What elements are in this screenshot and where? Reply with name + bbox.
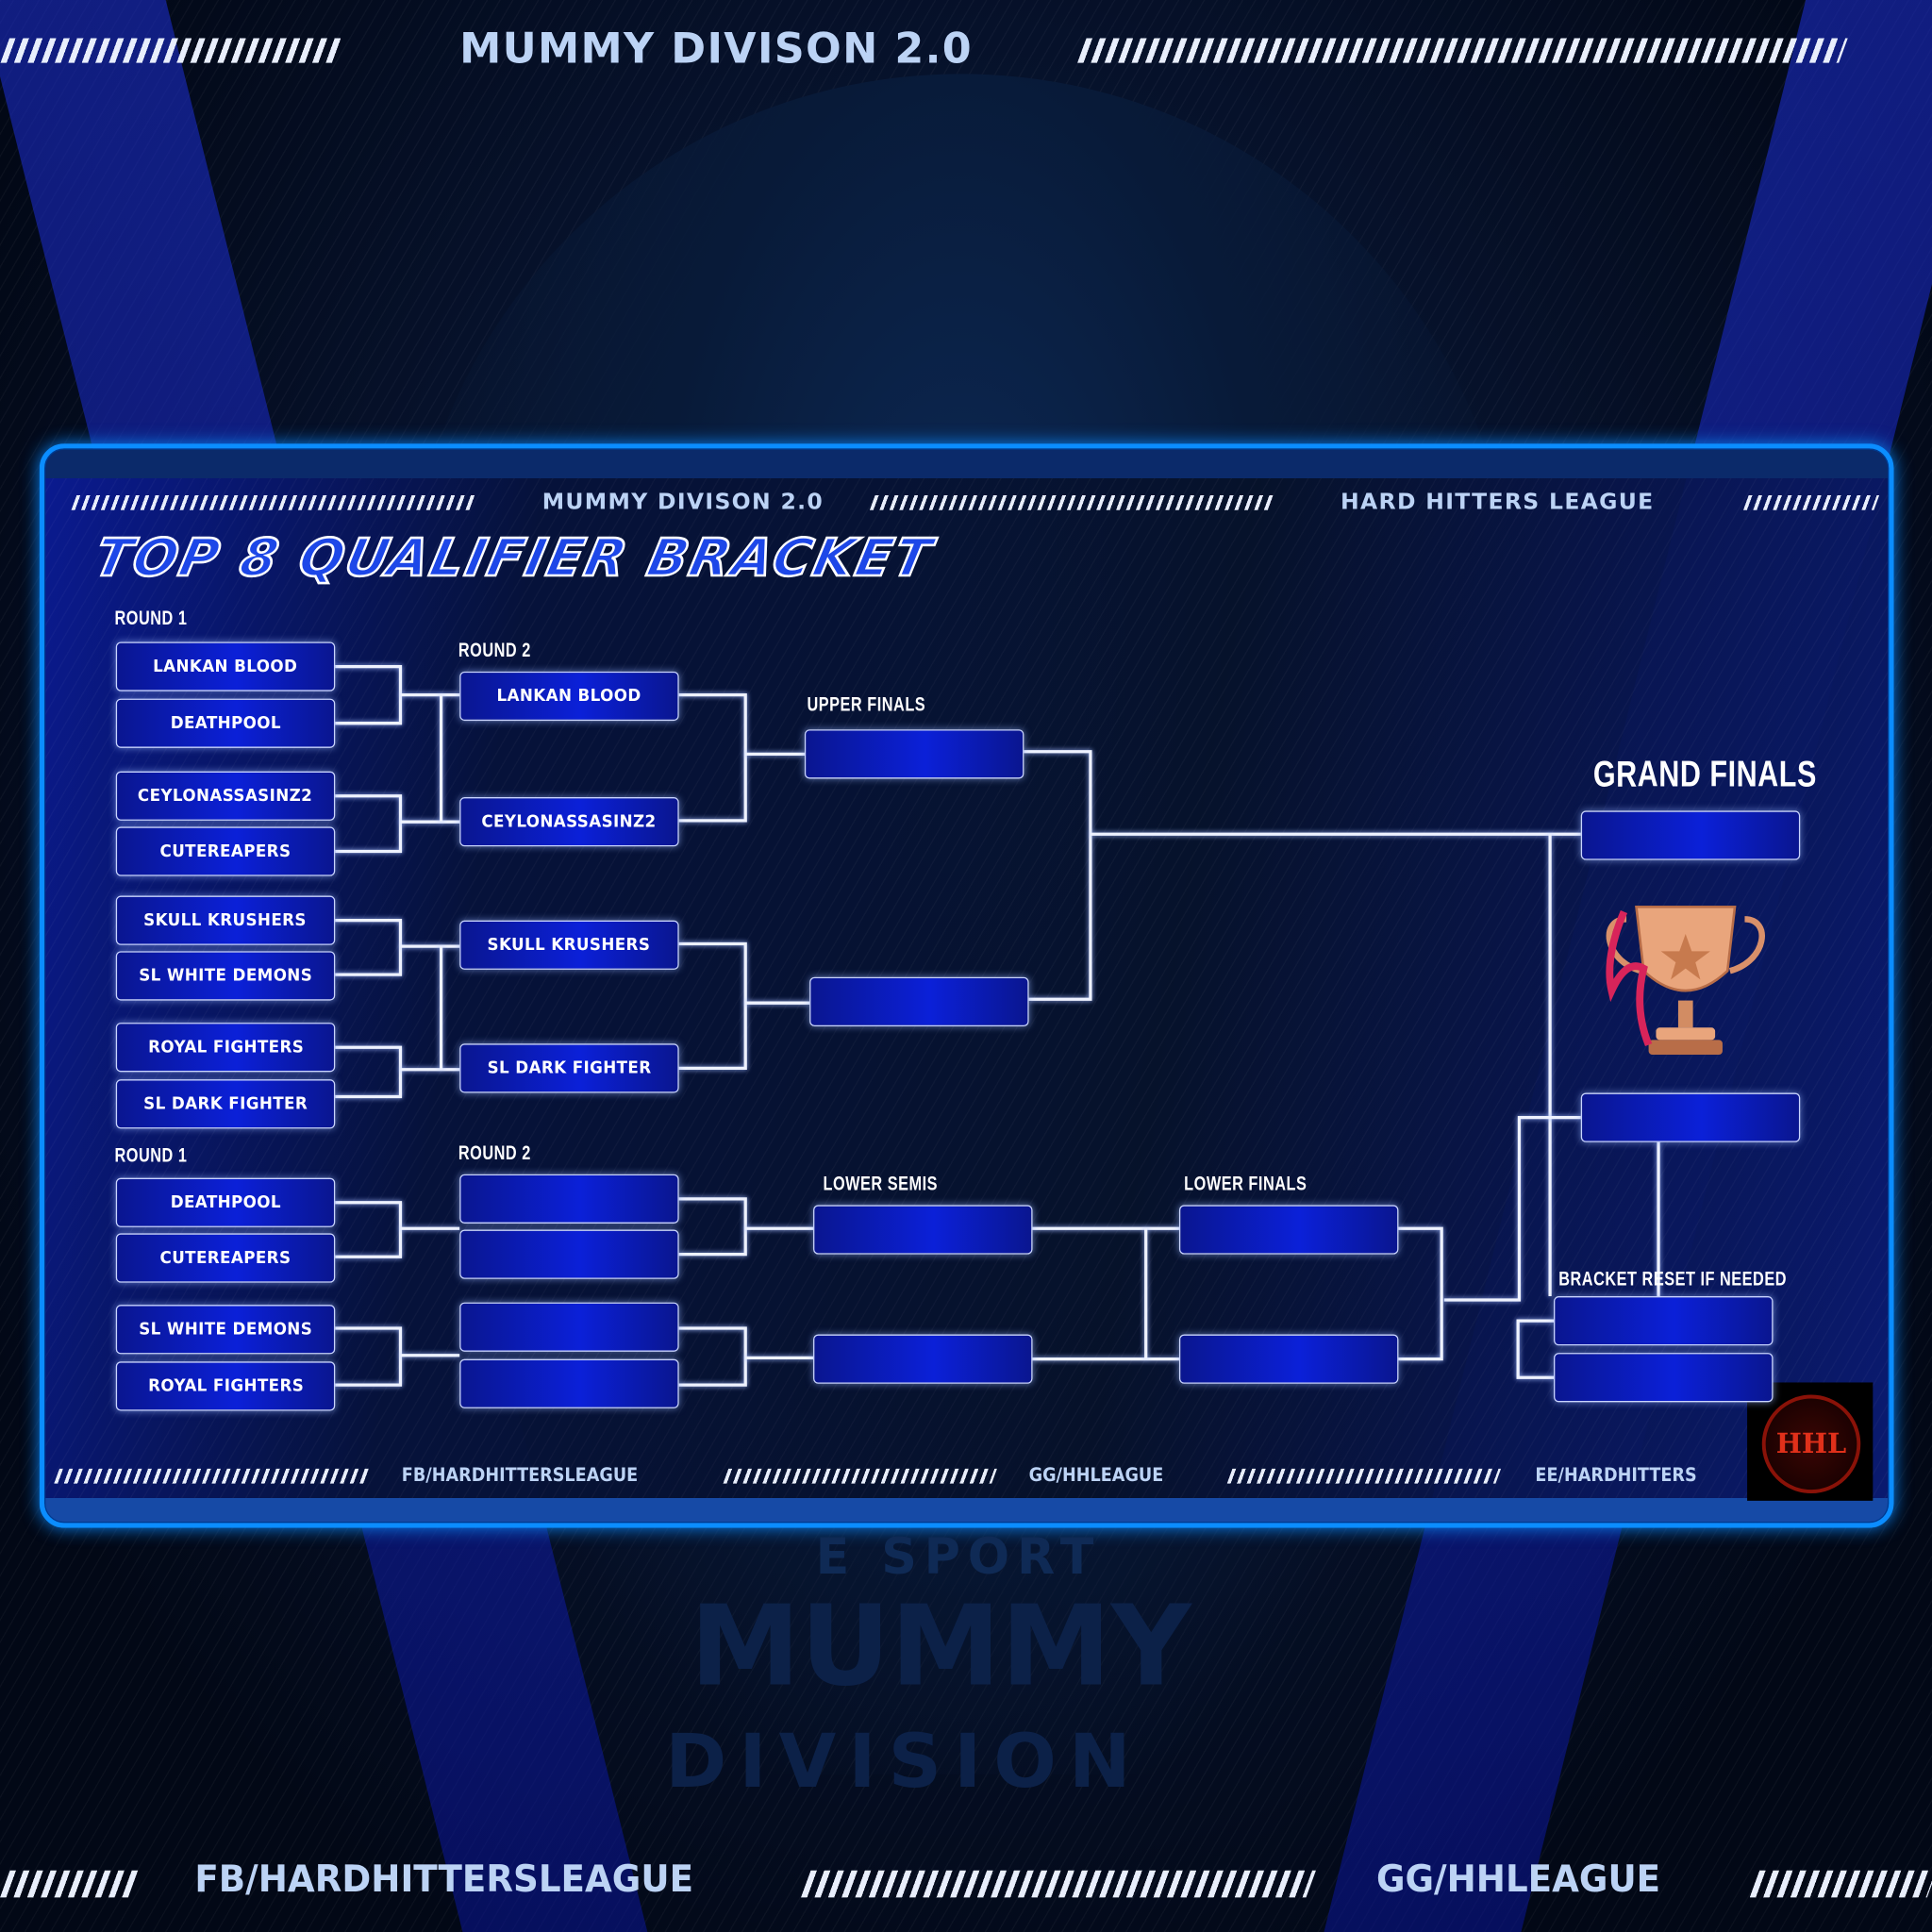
connector — [678, 941, 747, 1071]
team-name: SL DARK FIGHTER — [143, 1093, 308, 1114]
facebook-link[interactable]: FB/HARDHITTERSLEAGUE — [194, 1857, 694, 1902]
round-label: ROUND 2 — [458, 1143, 531, 1165]
connector — [1516, 1319, 1555, 1379]
connector — [335, 1201, 403, 1258]
team-name: ROYAL FIGHTERS — [147, 1375, 304, 1396]
team-slot[interactable]: ROYAL FIGHTERS — [115, 1023, 336, 1073]
connector — [1024, 750, 1092, 1001]
team-name: DEATHPOOL — [170, 713, 281, 734]
slash-decoration — [1749, 1870, 1932, 1898]
grand-finals-slot[interactable] — [1580, 810, 1801, 860]
round-label: ROUND 1 — [114, 608, 188, 630]
round-label: BRACKET RESET IF NEEDED — [1558, 1269, 1787, 1291]
logo-area: HHL — [1747, 1382, 1874, 1501]
grand-finals-slot[interactable] — [1580, 1092, 1801, 1142]
lower-round2-slot[interactable] — [459, 1358, 679, 1408]
lower-round2-slot[interactable] — [459, 1174, 679, 1224]
slash-decoration — [800, 1870, 1316, 1898]
gg-link[interactable]: GG/HHLEAGUE — [1028, 1463, 1164, 1487]
team-name: SKULL KRUSHERS — [143, 910, 308, 931]
team-name: CEYLONASSASINZ2 — [138, 786, 313, 807]
team-name: ROYAL FIGHTERS — [147, 1037, 304, 1058]
connector — [335, 794, 403, 854]
upper-finals-slot[interactable] — [804, 729, 1024, 779]
team-slot[interactable]: SL DARK FIGHTER — [115, 1079, 336, 1129]
round-label: LOWER FINALS — [1184, 1174, 1307, 1195]
team-slot[interactable]: SL DARK FIGHTER — [459, 1043, 679, 1093]
round-label: ROUND 2 — [458, 641, 531, 662]
round-label: LOWER SEMIS — [823, 1174, 939, 1195]
slash-decoration — [54, 1468, 371, 1484]
team-slot[interactable]: SKULL KRUSHERS — [115, 895, 336, 945]
team-name: CUTEREAPERS — [159, 841, 291, 861]
connector — [678, 1326, 747, 1387]
upper-finals-slot[interactable] — [809, 976, 1029, 1026]
facebook-link[interactable]: FB/HARDHITTERSLEAGUE — [401, 1463, 639, 1487]
team-slot[interactable]: SKULL KRUSHERS — [459, 920, 679, 970]
team-slot[interactable]: SL WHITE DEMONS — [115, 951, 336, 1001]
team-slot[interactable]: CEYLONASSASINZ2 — [115, 771, 336, 821]
connector — [335, 1045, 403, 1099]
team-name: SL WHITE DEMONS — [139, 965, 312, 986]
watermark-text: DIVISION — [665, 1719, 1143, 1806]
lower-semis-slot[interactable] — [813, 1205, 1033, 1255]
team-slot[interactable]: CUTEREAPERS — [115, 826, 336, 876]
lower-semis-slot[interactable] — [813, 1334, 1033, 1384]
lower-round2-slot[interactable] — [459, 1229, 679, 1279]
watermark-text: MUMMY — [690, 1582, 1191, 1712]
connector — [335, 919, 403, 976]
slash-decoration — [1226, 1468, 1502, 1484]
panel-subtitle: MUMMY DIVISON 2.0 — [541, 489, 824, 515]
team-name: SL DARK FIGHTER — [487, 1058, 652, 1078]
team-slot[interactable]: SL WHITE DEMONS — [115, 1305, 336, 1355]
team-name: SL WHITE DEMONS — [139, 1319, 312, 1340]
connector — [678, 693, 747, 823]
ee-link[interactable]: EE/HARDHITTERS — [1535, 1463, 1697, 1487]
trophy-icon — [1606, 905, 1765, 1056]
connector — [1443, 1116, 1581, 1302]
lower-round2-slot[interactable] — [459, 1302, 679, 1352]
watermark-text: E SPORT — [815, 1528, 1102, 1586]
team-slot[interactable]: LANKAN BLOOD — [459, 671, 679, 722]
team-name: LANKAN BLOOD — [153, 657, 298, 677]
team-name: CUTEREAPERS — [159, 1248, 291, 1268]
connector — [1398, 1226, 1443, 1361]
page-title: MUMMY DIVISON 2.0 — [459, 25, 973, 75]
connector — [335, 1326, 403, 1387]
team-slot[interactable]: CEYLONASSASINZ2 — [459, 797, 679, 847]
team-slot[interactable]: DEATHPOOL — [115, 1177, 336, 1227]
grand-finals-label: GRAND FINALS — [1592, 754, 1817, 795]
team-name: SKULL KRUSHERS — [488, 935, 651, 956]
gg-link[interactable]: GG/HHLEAGUE — [1375, 1857, 1661, 1902]
league-name: HARD HITTERS LEAGUE — [1341, 489, 1655, 515]
lower-finals-slot[interactable] — [1178, 1334, 1399, 1384]
round-label: UPPER FINALS — [807, 694, 926, 716]
bracket-reset-slot[interactable] — [1554, 1353, 1774, 1403]
team-name: DEATHPOOL — [170, 1192, 281, 1213]
team-name: CEYLONASSASINZ2 — [481, 811, 658, 832]
hhl-logo: HHL — [1761, 1394, 1861, 1494]
team-name: LANKAN BLOOD — [496, 686, 642, 707]
lower-finals-slot[interactable] — [1178, 1205, 1399, 1255]
team-slot[interactable]: CUTEREAPERS — [115, 1233, 336, 1283]
team-slot[interactable]: DEATHPOOL — [115, 698, 336, 748]
connector — [335, 664, 403, 725]
round-label: ROUND 1 — [114, 1145, 188, 1167]
bracket-reset-slot[interactable] — [1554, 1296, 1774, 1346]
slash-decoration — [723, 1468, 997, 1484]
team-slot[interactable]: LANKAN BLOOD — [115, 641, 336, 691]
team-slot[interactable]: ROYAL FIGHTERS — [115, 1361, 336, 1411]
connector — [678, 1197, 747, 1257]
slash-decoration — [0, 1870, 139, 1898]
